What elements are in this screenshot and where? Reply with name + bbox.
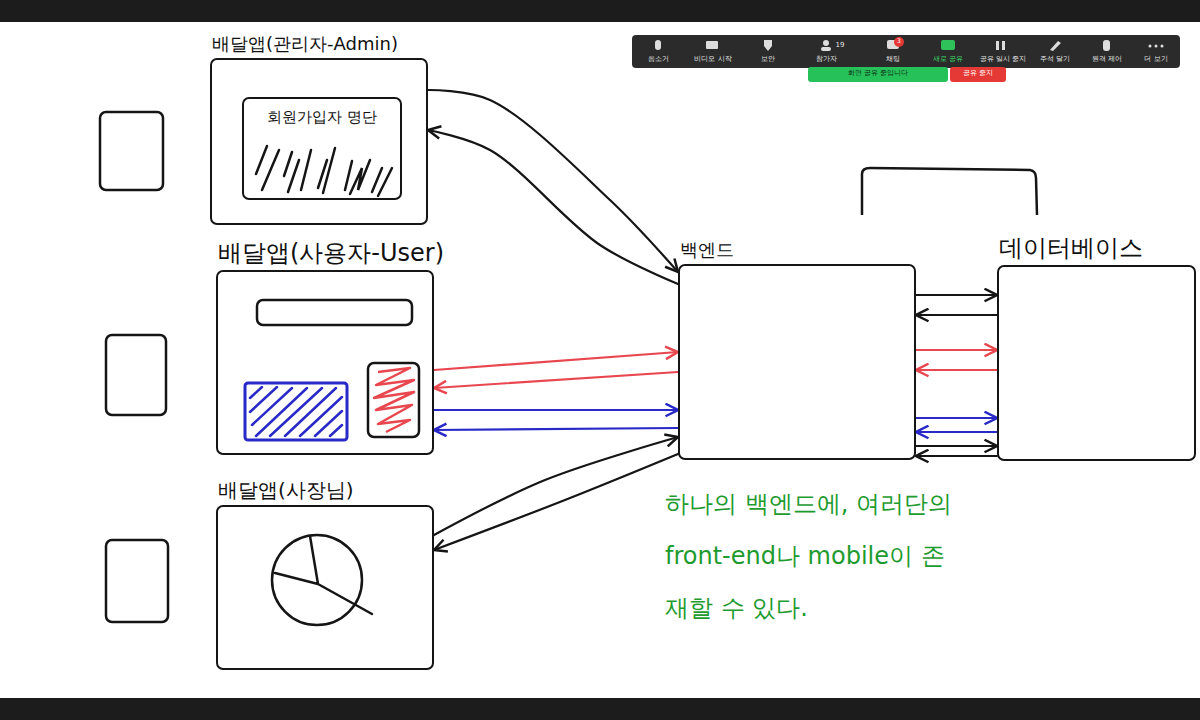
- connector-arrow: [428, 130, 678, 284]
- toolbar-button-label: 공유 일시 중지: [980, 56, 1026, 64]
- stop-pill: [950, 67, 1006, 82]
- pie-slices: [275, 536, 372, 614]
- connector-arrow: [434, 428, 678, 430]
- app-screen-box: 배달앱(관리자-Admin)회원가입자 명단: [210, 58, 428, 225]
- app-screen-box: 배달앱(사용자-User): [216, 270, 434, 455]
- toolbar-button-label: 원격 제어: [1092, 56, 1122, 64]
- connector-arrow: [916, 349, 997, 351]
- toolbar-button-label: 새로 공유: [933, 56, 963, 64]
- red-panel: [368, 363, 419, 437]
- blue-panel: [245, 383, 347, 440]
- device-icon: [106, 335, 166, 415]
- stop-share-button: 공유 중지: [963, 70, 993, 78]
- connector-arrow: [916, 369, 997, 371]
- list-title: 회원가입자 명단: [244, 99, 400, 126]
- participant-count: 19: [836, 42, 845, 50]
- device-icon: [106, 540, 168, 622]
- member-list-box: 회원가입자 명단: [242, 97, 402, 200]
- app-title: 배달앱(사용자-User): [218, 240, 444, 266]
- connector-arrow: [428, 90, 678, 272]
- connector-arrow: [916, 314, 997, 316]
- chat-badge-dot: [894, 37, 904, 47]
- connector-arrow: [916, 294, 997, 296]
- connector-arrow: [916, 455, 997, 457]
- bracket: [862, 168, 1037, 215]
- database-box: 데이터베이스: [997, 265, 1196, 461]
- component-title: 백엔드: [680, 240, 734, 260]
- blue-hatch: [250, 387, 342, 436]
- toolbar-button-label: 참가자: [816, 56, 837, 64]
- toolbar: [632, 35, 1180, 68]
- handwritten-note: 하나의 백엔드에, 여러단의 front-end나 mobile이 존재할 수 …: [665, 478, 955, 634]
- search-bar: [257, 300, 412, 325]
- connector-arrow: [434, 454, 678, 550]
- toolbar-button-label: 채팅: [886, 56, 900, 64]
- red-scribble: [374, 368, 414, 432]
- top-band: [0, 0, 1200, 22]
- toolbar-button-label: 더 보기: [1144, 56, 1167, 64]
- connector-arrow: [434, 409, 678, 411]
- backend-box: 백엔드: [678, 264, 916, 460]
- chat-badge: 3: [897, 38, 901, 45]
- toolbar-icons: [655, 40, 1164, 51]
- bottom-band: [0, 698, 1200, 720]
- app-title: 배달앱(관리자-Admin): [212, 34, 398, 54]
- app-title: 배달앱(사장님): [218, 479, 354, 501]
- sharing-status: 화면 공유 중입니다: [848, 70, 908, 78]
- share-icon: [941, 40, 955, 50]
- device-icon: [100, 112, 163, 190]
- connector-arrow: [434, 352, 678, 370]
- component-title: 데이터베이스: [999, 235, 1143, 261]
- toolbar-button-label: 주석 달기: [1040, 56, 1070, 64]
- app-screen-box: 배달앱(사장님): [216, 505, 434, 670]
- connector-arrow: [916, 445, 997, 447]
- connector-arrow: [434, 372, 678, 388]
- toolbar-button-label: 음소거: [648, 56, 669, 64]
- connector-arrow: [916, 417, 997, 419]
- sharing-pill: [808, 67, 948, 82]
- toolbar-button-label: 보안: [761, 56, 775, 64]
- toolbar-button-label: 비디오 시작: [694, 56, 731, 64]
- list-scribble: [256, 146, 392, 196]
- connector-arrow: [916, 431, 997, 433]
- connector-arrow: [434, 437, 678, 535]
